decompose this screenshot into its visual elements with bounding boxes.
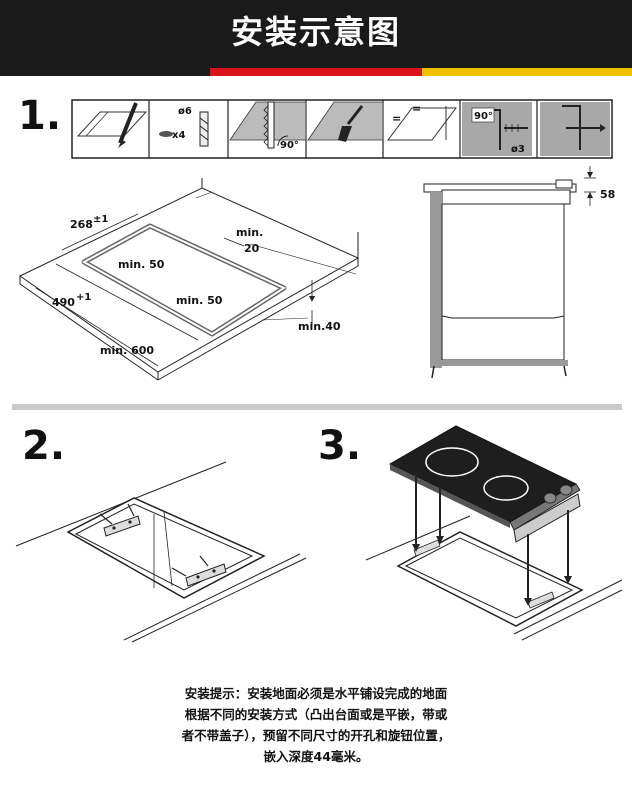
step-1-number: 1. [18, 93, 62, 139]
min-thickness-label: min.40 [298, 320, 341, 333]
saw-angle-label: 90° [280, 140, 299, 151]
svg-text:=: = [392, 112, 401, 125]
width-tolerance-label: ±1 [93, 214, 108, 225]
min-side-label: min. 50 [176, 294, 223, 307]
note-line-4: 嵌入深度44毫米。 [263, 749, 369, 764]
brush-icon [307, 101, 384, 142]
bracket-angle-label: 90° [474, 111, 493, 122]
flag-gold-band [422, 68, 632, 76]
drill-count-label: x4 [172, 130, 185, 141]
bracket-left-icon [99, 503, 141, 537]
page-header: 安装示意图 [0, 0, 632, 68]
screw-diameter-label: ø3 [511, 144, 525, 155]
length-cutout-label: 490 [52, 296, 75, 309]
placement-arrows [412, 474, 572, 606]
drill-bit-icon [159, 111, 209, 147]
saw-icon [229, 101, 307, 149]
flag-red-band [210, 68, 422, 76]
min-depth-label: min. 600 [100, 344, 154, 357]
min-right-value-label: 20 [244, 242, 260, 255]
tool-panels [71, 99, 613, 159]
cabinet-height-label: 58 [600, 188, 615, 201]
step-3-number: 3. [318, 423, 362, 469]
length-tolerance-label: +1 [76, 292, 91, 303]
fixing-screw-icon [540, 102, 610, 156]
flag-black-band [0, 68, 210, 76]
cabinet-frame [423, 179, 577, 379]
bracket-screw-icon [462, 102, 532, 156]
note-line-2: 根据不同的安装方式（凸出台面或是平嵌，带或 [184, 707, 448, 722]
flag-stripe [0, 68, 632, 76]
note-line-3: 者不带盖子），预留不同尺寸的开孔和旋钮位置， [181, 728, 451, 743]
note-line-1: 安装提示：安装地面必须是水平铺设完成的地面 [184, 686, 448, 701]
min-back-label: min. 50 [118, 258, 165, 271]
installation-notes: 安装提示：安装地面必须是水平铺设完成的地面 根据不同的安装方式（凸出台面或是平嵌… [0, 683, 632, 767]
drill-diameter-label: ø6 [178, 106, 192, 117]
bracket-right-icon [171, 555, 227, 587]
width-cutout-label: 268 [70, 218, 93, 231]
min-right-label: min. [236, 226, 263, 239]
hob-icon [388, 425, 581, 543]
section-divider [12, 404, 622, 410]
svg-text:=: = [412, 102, 421, 115]
pencil-icon [76, 102, 148, 148]
cutout-placement-icon: = = [387, 102, 457, 141]
step-2-number: 2. [22, 423, 66, 469]
page-title: 安装示意图 [230, 13, 401, 51]
